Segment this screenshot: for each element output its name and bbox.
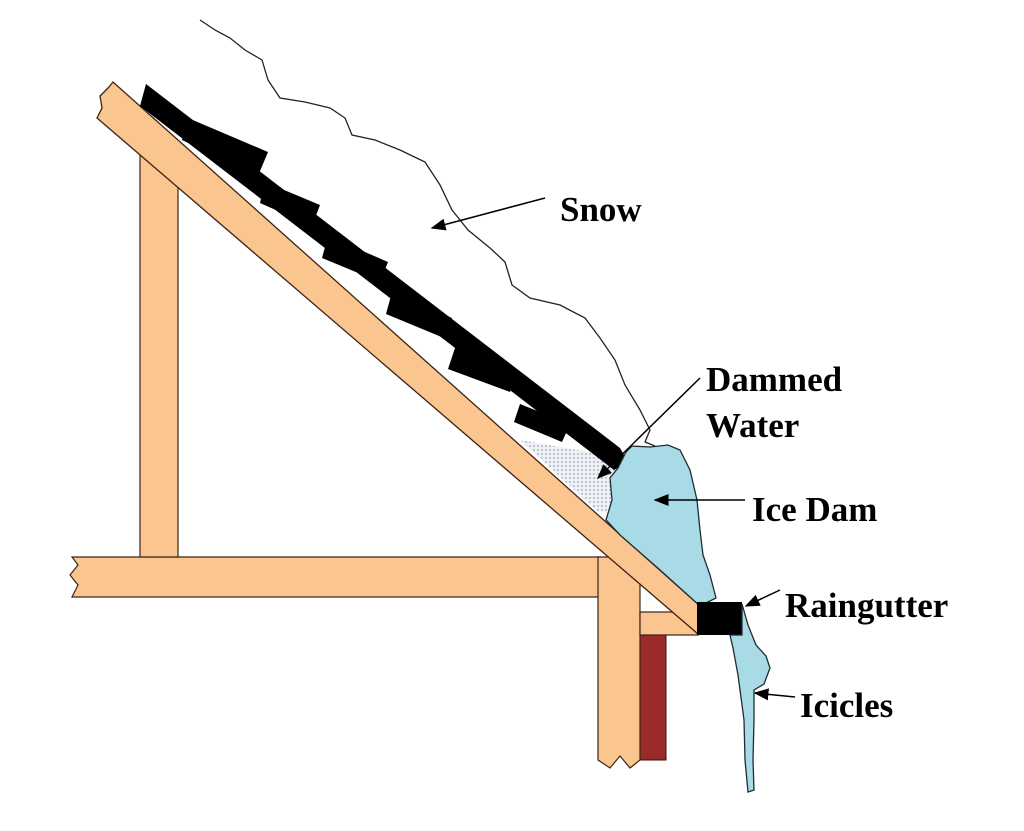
label-water: Water	[706, 406, 800, 445]
label-icicles: Icicles	[800, 686, 894, 725]
pointer-arrows	[430, 197, 796, 701]
raingutter	[697, 602, 742, 635]
roof-shingles	[140, 84, 628, 470]
label-dammed: Dammed	[706, 360, 843, 399]
icicles	[729, 603, 771, 793]
wall-stud	[597, 556, 641, 769]
rafter	[96, 81, 701, 636]
label-raingutter: Raingutter	[785, 586, 949, 625]
wall-siding	[639, 634, 667, 761]
label-snow: Snow	[560, 190, 642, 229]
label-ice-dam: Ice Dam	[752, 490, 878, 529]
ice-dam	[605, 444, 717, 607]
snow-outline	[199, 19, 656, 447]
ceiling-joist	[69, 556, 601, 598]
vertical-post	[139, 149, 179, 558]
